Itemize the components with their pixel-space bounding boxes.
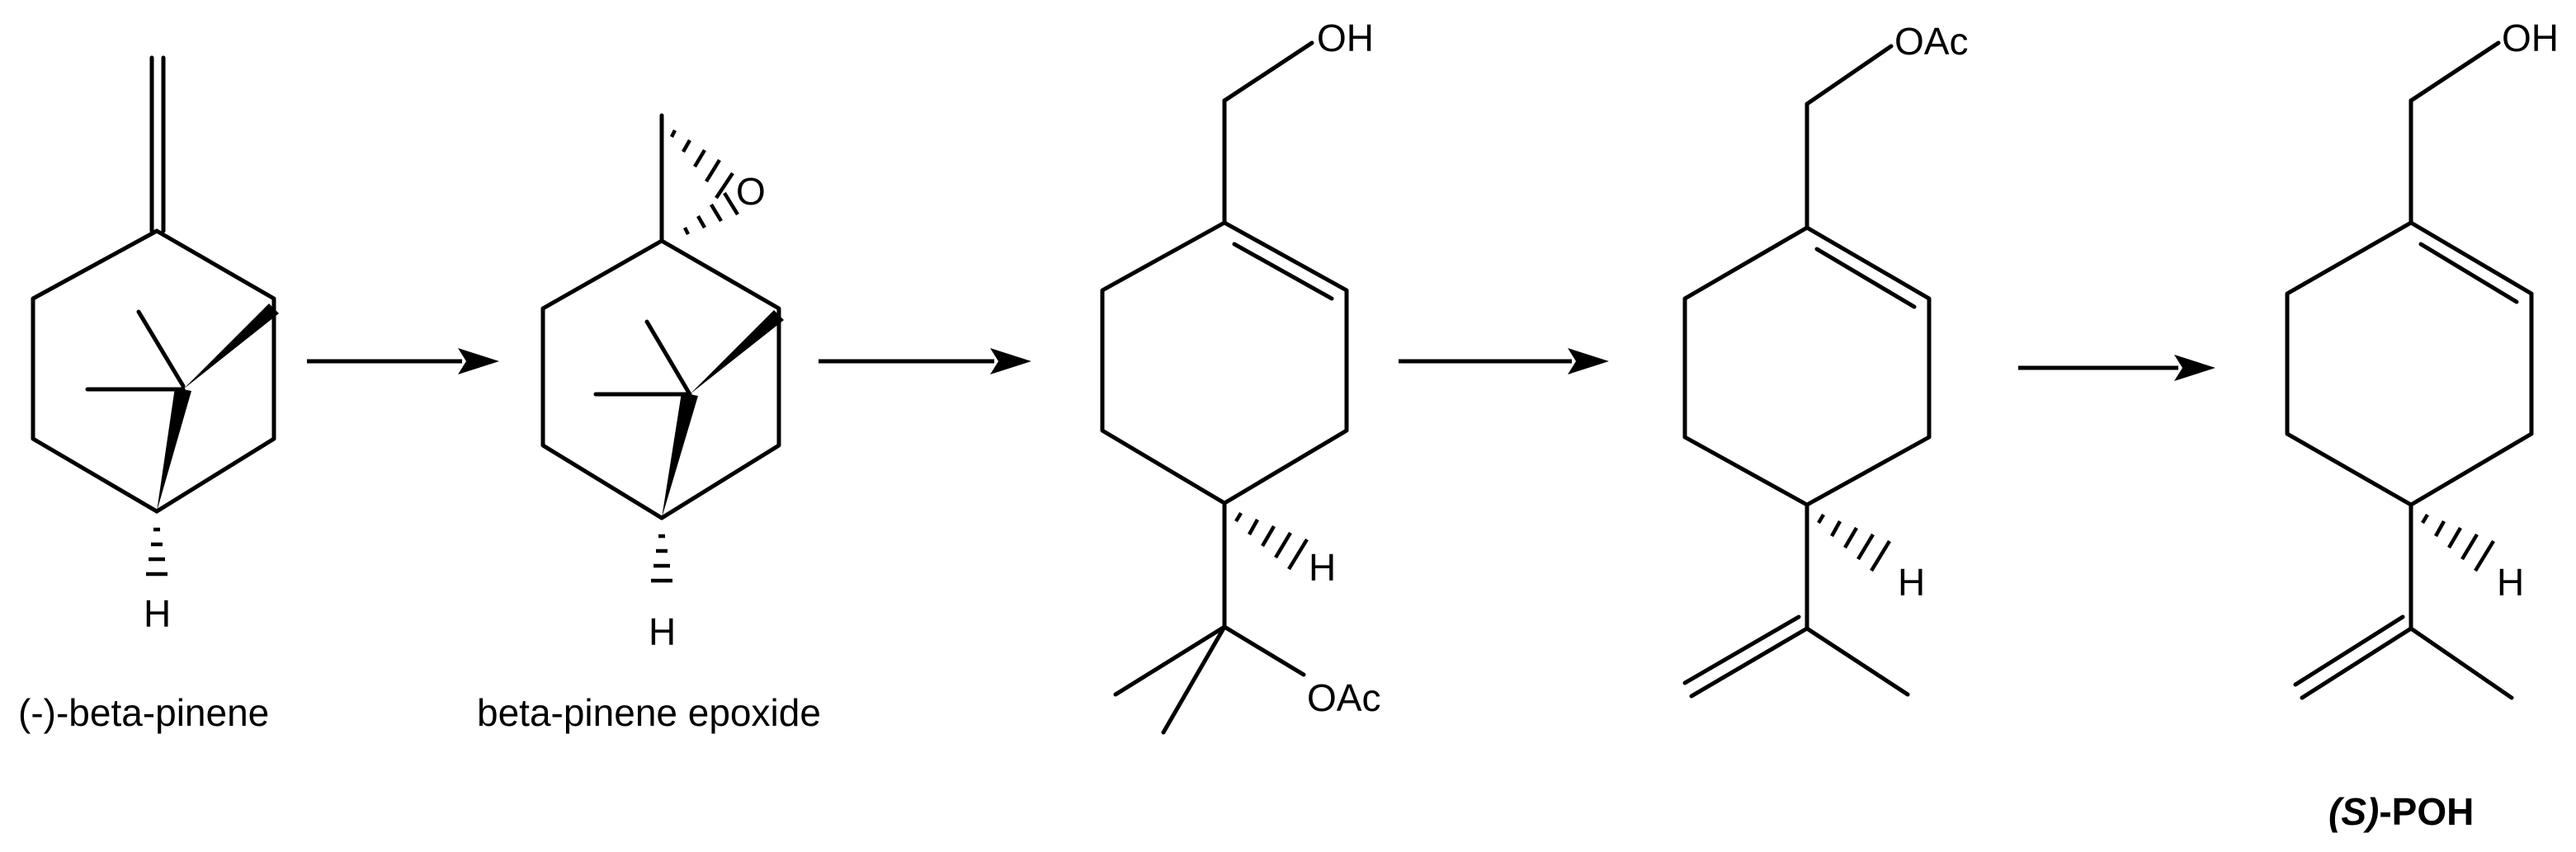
atom-label-h: H xyxy=(1309,546,1336,589)
compound-intermediate-2: OAc H xyxy=(1682,20,1968,699)
bond-skeleton xyxy=(2285,40,2534,700)
compound-s-poh: OH H (S)-POH xyxy=(2285,16,2559,833)
atom-label-oh: OH xyxy=(1317,16,1374,59)
compound-beta-pinene: H (-)-beta-pinene xyxy=(18,55,279,734)
compound-caption: (-)-beta-pinene xyxy=(18,691,269,734)
compound-intermediate-1: OH H OAc xyxy=(1100,16,1380,735)
reaction-arrow-4 xyxy=(2018,355,2215,381)
atom-label-oac: OAc xyxy=(1894,20,1968,63)
reaction-arrow-2 xyxy=(819,348,1031,374)
epoxide-hash-bonds xyxy=(669,129,739,236)
stereo-hash-h xyxy=(2421,513,2495,572)
reaction-arrow-3 xyxy=(1399,348,1609,374)
atom-label-oac: OAc xyxy=(1307,676,1380,719)
atom-label-h: H xyxy=(144,592,171,635)
bond-skeleton xyxy=(31,55,279,514)
bond-skeleton xyxy=(1100,40,1349,735)
stereo-hash-h xyxy=(1234,511,1309,571)
atom-label-o: O xyxy=(736,170,766,213)
atom-label-h: H xyxy=(1898,561,1925,604)
bond-skeleton xyxy=(1682,44,1932,699)
caption-compound-name: -POH xyxy=(2379,790,2474,833)
atom-label-h: H xyxy=(2497,561,2524,604)
compound-beta-pinene-epoxide: O H beta-pinene epoxide xyxy=(477,113,821,734)
bond-skeleton xyxy=(540,113,784,520)
atom-label-h: H xyxy=(649,610,676,653)
compound-caption: beta-pinene epoxide xyxy=(477,691,821,734)
stereo-hash-h xyxy=(146,527,167,577)
caption-stereo-descriptor: (S) xyxy=(2328,790,2379,833)
reaction-arrow-1 xyxy=(307,348,499,374)
stereo-hash-h xyxy=(1817,513,1891,572)
stereo-hash-h xyxy=(651,534,672,583)
compound-caption: (S)-POH xyxy=(2328,790,2474,833)
atom-label-oh: OH xyxy=(2502,16,2559,59)
